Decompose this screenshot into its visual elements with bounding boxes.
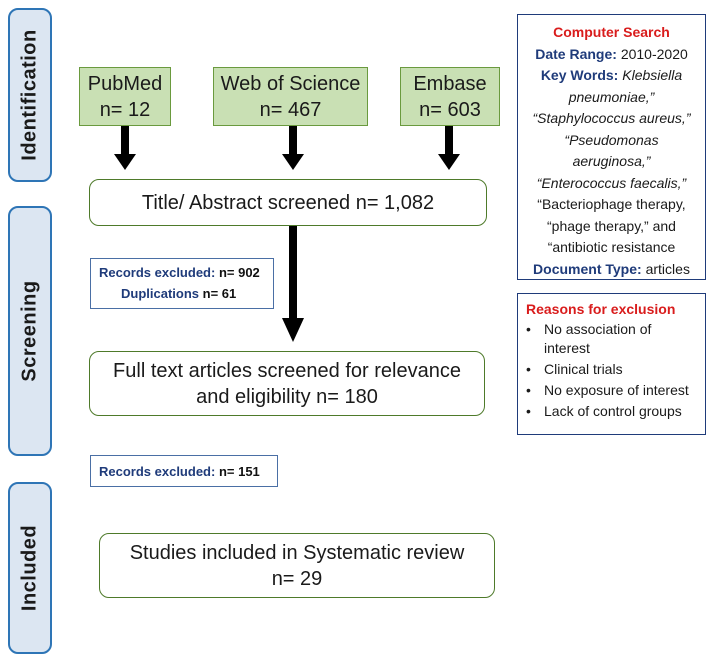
source-embase-count: n= 603: [419, 99, 481, 121]
source-wos-name: Web of Science: [220, 73, 361, 95]
duplications-row: Duplications n= 61: [99, 283, 273, 304]
duplications-label: Duplications: [121, 286, 203, 301]
records-excluded-label-2: Records excluded:: [99, 464, 216, 479]
keyword-3: “Staphylococcus aureus,”: [532, 110, 691, 126]
stage-identification: Identification: [8, 8, 52, 182]
arrow-pubmed-head: [114, 154, 136, 170]
included-line1: Studies included in Systematic review: [129, 541, 465, 564]
included-box: Studies included in Systematic review n=…: [99, 533, 495, 598]
keywords-row: Key Words: Klebsiella: [518, 65, 705, 87]
keyword-2: pneumoniae,”: [568, 88, 655, 105]
arrow-wos-shaft: [289, 124, 297, 158]
arrow-screen-shaft: [289, 226, 297, 322]
stage-included: Included: [8, 482, 52, 654]
document-type-row: Document Type: articles: [533, 260, 690, 277]
keyword-6: “Enterococcus faecalis,”: [536, 174, 687, 191]
source-embase-name: Embase: [413, 73, 487, 95]
date-range-value: 2010-2020: [620, 45, 688, 62]
keyword-1: Klebsiella: [622, 67, 683, 83]
included-line2: n= 29: [271, 567, 323, 590]
document-type-value: articles: [645, 260, 690, 277]
reasons-list: No association of interest Clinical tria…: [518, 320, 701, 421]
computer-search-heading: Computer Search: [553, 24, 670, 40]
exclusion-box-second: Records excluded: n= 151: [90, 455, 278, 487]
date-range-row: Date Range: 2010-2020: [518, 44, 705, 66]
full-text-line1: Full text articles screened for relevanc…: [113, 359, 461, 382]
source-web-of-science: Web of Science n= 467: [213, 67, 368, 126]
full-text-line2: and eligibility n= 180: [196, 385, 378, 408]
reasons-box: Reasons for exclusion No association of …: [517, 293, 706, 435]
reason-item: Clinical trials: [518, 360, 701, 379]
keyword-9: “antibiotic resistance: [547, 239, 676, 255]
reasons-heading: Reasons for exclusion: [526, 301, 676, 317]
arrow-pubmed-shaft: [121, 124, 129, 158]
reason-item: No exposure of interest: [518, 381, 701, 400]
source-pubmed: PubMed n= 12: [79, 67, 171, 126]
arrow-screen-head: [282, 318, 304, 342]
keyword-5: aeruginosa,”: [572, 153, 651, 169]
keyword-7: “Bacteriophage therapy,: [537, 196, 686, 212]
source-pubmed-name: PubMed: [87, 73, 163, 95]
records-excluded-row: Records excluded: n= 902: [99, 262, 273, 283]
arrow-embase-shaft: [445, 124, 453, 158]
date-range-label: Date Range:: [535, 45, 617, 62]
computer-search-box: Computer Search Date Range: 2010-2020 Ke…: [517, 14, 706, 280]
source-embase: Embase n= 603: [400, 67, 500, 126]
exclusion-box-first: Records excluded: n= 902 Duplications n=…: [90, 258, 274, 309]
document-type-label: Document Type: [533, 260, 638, 277]
full-text-box: Full text articles screened for relevanc…: [89, 351, 485, 416]
title-abstract-text: Title/ Abstract screened n= 1,082: [141, 191, 435, 214]
duplications-value: n= 61: [202, 286, 237, 301]
records-excluded-label: Records excluded:: [99, 265, 216, 280]
arrow-embase-head: [438, 154, 460, 170]
stage-screening: Screening: [8, 206, 52, 456]
reason-item: No association of interest: [518, 320, 701, 358]
source-pubmed-count: n= 12: [99, 99, 151, 121]
reason-item: Lack of control groups: [518, 402, 701, 421]
keywords-label: Key Words:: [540, 67, 619, 83]
arrow-wos-head: [282, 154, 304, 170]
records-excluded-value: n= 902: [218, 265, 260, 280]
keyword-4: “Pseudomonas: [564, 131, 659, 148]
title-abstract-box: Title/ Abstract screened n= 1,082: [89, 179, 487, 226]
source-wos-count: n= 467: [259, 99, 322, 121]
records-excluded-value-2: n= 151: [218, 464, 260, 479]
keyword-8: “phage therapy,” and: [547, 217, 676, 234]
